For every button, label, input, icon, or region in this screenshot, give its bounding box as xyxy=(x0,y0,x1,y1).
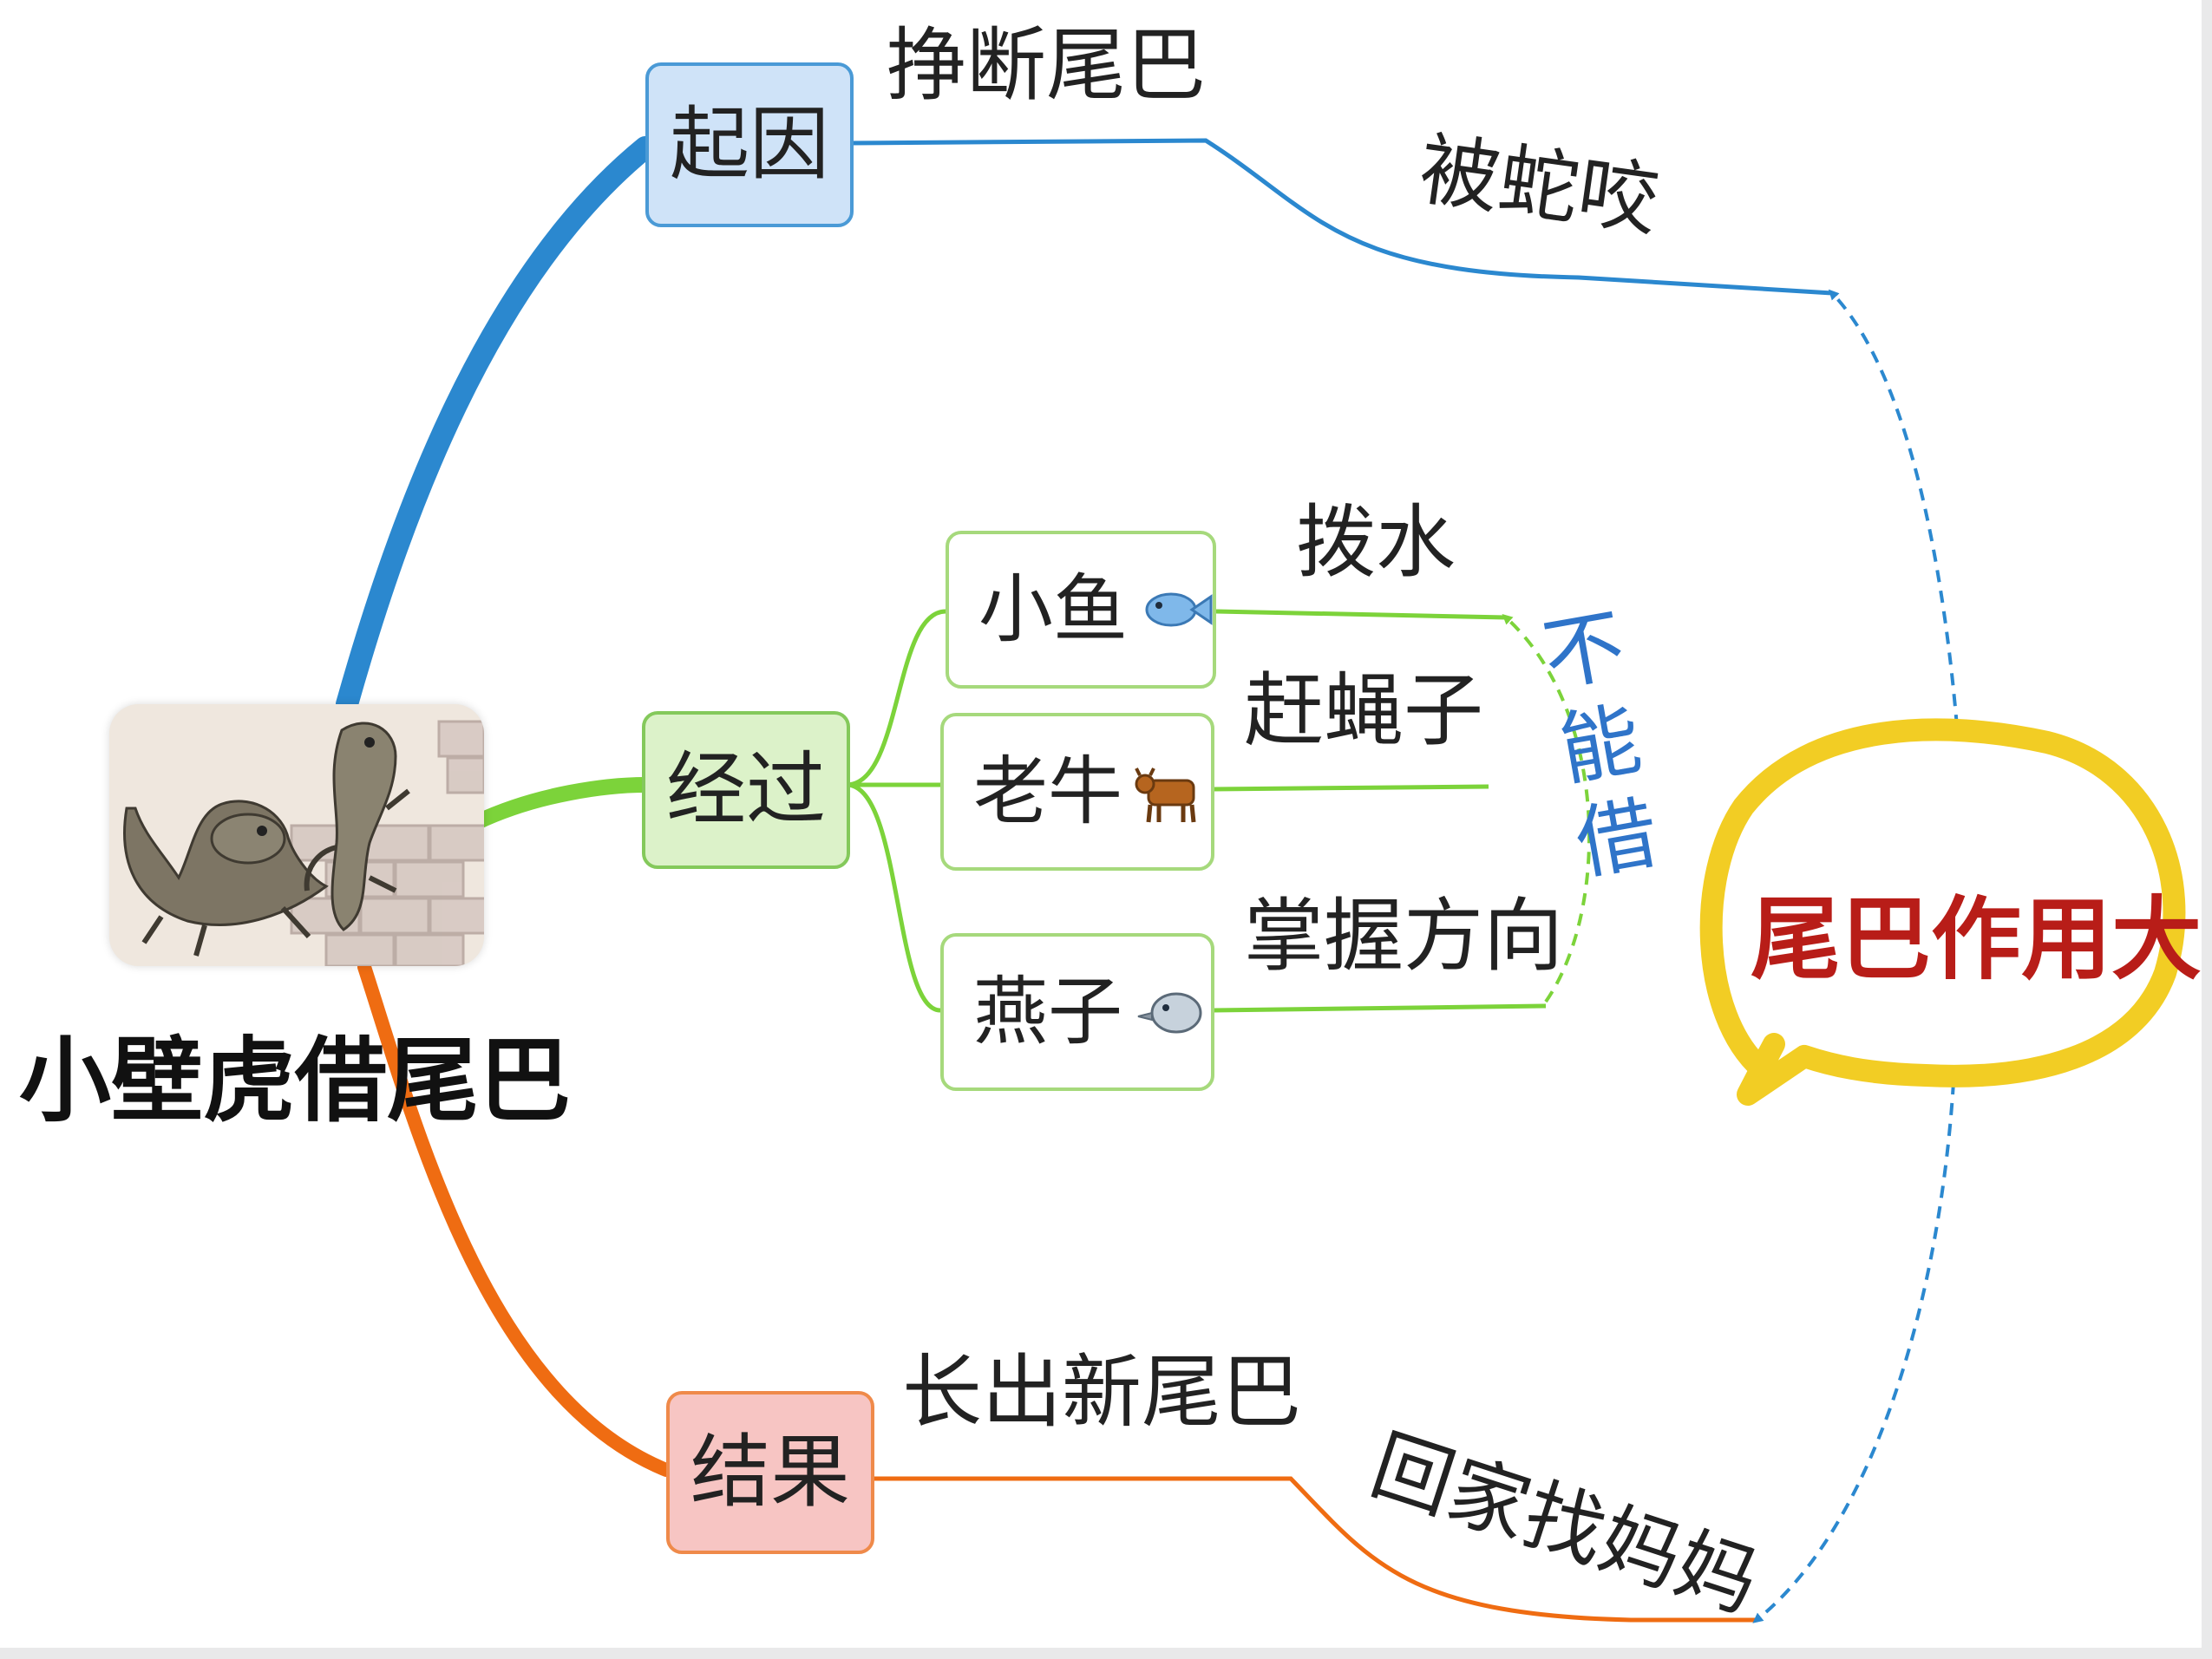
ox-action: 赶蝇子 xyxy=(1244,664,1484,757)
fish-icon xyxy=(1145,592,1213,627)
cause-line xyxy=(849,138,1833,296)
right-edge-strip xyxy=(2202,0,2212,1659)
process-child-fish[interactable]: 小鱼 xyxy=(946,531,1216,689)
process-children-connector xyxy=(846,609,946,1013)
node-process[interactable]: 经过 xyxy=(642,711,850,869)
result-line xyxy=(874,1476,1757,1623)
node-cause[interactable]: 起因 xyxy=(645,62,854,227)
process-child-ox-label: 老牛 xyxy=(973,748,1122,835)
bird-icon xyxy=(1137,992,1202,1034)
ox-action-line xyxy=(1212,784,1489,792)
conclusion-text: 尾巴作用大 xyxy=(1751,886,2202,992)
node-result[interactable]: 结果 xyxy=(666,1391,874,1554)
branch-line-cause xyxy=(336,136,657,715)
bird-action-line xyxy=(1212,1003,1547,1013)
branch-line-result xyxy=(357,960,673,1477)
node-process-label: 经过 xyxy=(665,743,826,836)
fish-action-line xyxy=(1215,609,1507,620)
process-child-fish-label: 小鱼 xyxy=(978,566,1128,653)
link-to-result xyxy=(1752,1081,1955,1623)
gecko-image xyxy=(109,704,484,966)
cannot-borrow-arc xyxy=(1502,613,1592,1003)
node-cause-label: 起因 xyxy=(669,98,829,191)
process-child-bird[interactable]: 燕子 xyxy=(940,933,1214,1091)
branch-line-process xyxy=(469,777,653,830)
result-item-1: 长出新尾巴 xyxy=(902,1346,1302,1439)
fish-action: 拨水 xyxy=(1296,496,1456,589)
process-child-ox[interactable]: 老牛 xyxy=(940,713,1214,871)
gecko-illustration xyxy=(109,704,484,966)
process-child-bird-label: 燕子 xyxy=(973,969,1122,1055)
node-result-label: 结果 xyxy=(690,1426,850,1519)
link-to-cause xyxy=(1828,289,1959,728)
conclusion-bubble xyxy=(1699,718,2186,1106)
ox-icon xyxy=(1135,767,1196,823)
cause-item-1: 挣断尾巴 xyxy=(887,19,1207,112)
bird-action: 掌握方向 xyxy=(1244,890,1564,983)
bottom-edge-strip xyxy=(0,1648,2212,1659)
root-title: 小壁虎借尾巴 xyxy=(19,1028,571,1134)
